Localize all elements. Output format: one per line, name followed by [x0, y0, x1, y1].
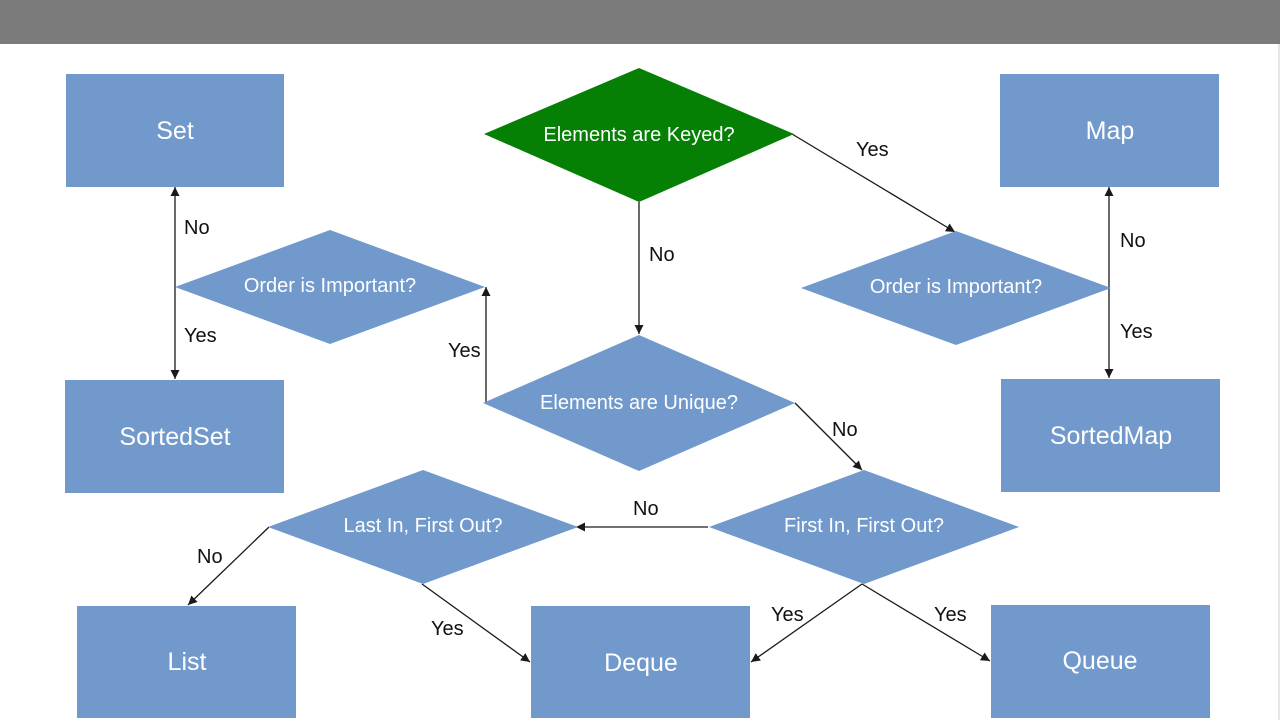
box-set-shape — [66, 74, 284, 187]
box-sortedset-label: SortedSet — [119, 423, 230, 451]
decision-keyed-label: Elements are Keyed? — [543, 124, 734, 146]
decision-fifo: First In, First Out? — [709, 470, 1019, 584]
box-sortedmap: SortedMap — [1001, 379, 1220, 492]
box-sortedset-shape — [65, 380, 284, 493]
box-sortedmap-shape — [1001, 379, 1220, 492]
box-queue-shape — [991, 605, 1210, 718]
decision-order-left-label: Order is Important? — [244, 275, 416, 297]
box-deque: Deque — [531, 606, 750, 718]
box-queue-label: Queue — [1062, 647, 1137, 675]
box-list-shape — [77, 606, 296, 718]
edge-label-fifo-yes-queue: Yes — [934, 604, 967, 626]
box-deque-shape — [531, 606, 750, 718]
box-sortedset: SortedSet — [65, 380, 284, 493]
decision-unique-shape — [483, 335, 795, 471]
decision-lifo-shape — [268, 470, 578, 584]
edge-label-order-right-no: No — [1120, 230, 1146, 252]
edge-label-keyed-yes: Yes — [856, 139, 889, 161]
decision-order-left-shape — [175, 230, 485, 344]
decision-lifo: Last In, First Out? — [268, 470, 578, 584]
box-map: Map — [1000, 74, 1219, 187]
edge-label-unique-yes: Yes — [448, 340, 481, 362]
box-list: List — [77, 606, 296, 718]
edge-label-unique-no: No — [832, 419, 858, 441]
decision-lifo-label: Last In, First Out? — [344, 515, 503, 537]
edge-labels: Yes No No Yes No Yes Yes No No Yes Yes N… — [184, 139, 1153, 640]
decision-keyed: Elements are Keyed? — [484, 68, 794, 202]
decision-unique-label: Elements are Unique? — [540, 392, 738, 414]
box-list-label: List — [168, 648, 207, 676]
edge-label-order-left-no: No — [184, 217, 210, 239]
box-sortedmap-label: SortedMap — [1050, 422, 1172, 450]
edge-label-lifo-yes: Yes — [431, 618, 464, 640]
edge-label-fifo-yes-deque: Yes — [771, 604, 804, 626]
decision-order-right-shape — [801, 231, 1111, 345]
box-map-shape — [1000, 74, 1219, 187]
connectors — [170, 133, 1114, 663]
box-deque-label: Deque — [604, 649, 678, 677]
edge-keyed-yes — [791, 133, 956, 233]
edge-fifo-yes-queue — [861, 583, 991, 662]
edge-unique-no — [794, 402, 863, 471]
page-edge — [1278, 44, 1280, 720]
decision-fifo-label: First In, First Out? — [784, 515, 944, 537]
box-set: Set — [66, 74, 284, 187]
edge-fifo-yes-deque — [750, 583, 863, 663]
decision-order-left: Order is Important? — [175, 230, 485, 344]
edge-lifo-no — [187, 526, 270, 606]
edge-lifo-yes — [421, 583, 531, 663]
edge-label-order-left-yes: Yes — [184, 325, 217, 347]
decision-order-right: Order is Important? — [801, 231, 1111, 345]
decision-fifo-shape — [709, 470, 1019, 584]
box-queue: Queue — [991, 605, 1210, 718]
box-map-label: Map — [1086, 117, 1135, 145]
top-bar — [0, 0, 1280, 44]
edge-label-order-right-yes: Yes — [1120, 321, 1153, 343]
edge-label-lifo-no: No — [197, 546, 223, 568]
edge-label-keyed-no: No — [649, 244, 675, 266]
edge-label-fifo-no: No — [633, 498, 659, 520]
decision-order-right-label: Order is Important? — [870, 276, 1042, 298]
box-set-label: Set — [156, 117, 194, 145]
decision-keyed-shape — [484, 68, 794, 202]
decision-unique: Elements are Unique? — [483, 335, 795, 471]
